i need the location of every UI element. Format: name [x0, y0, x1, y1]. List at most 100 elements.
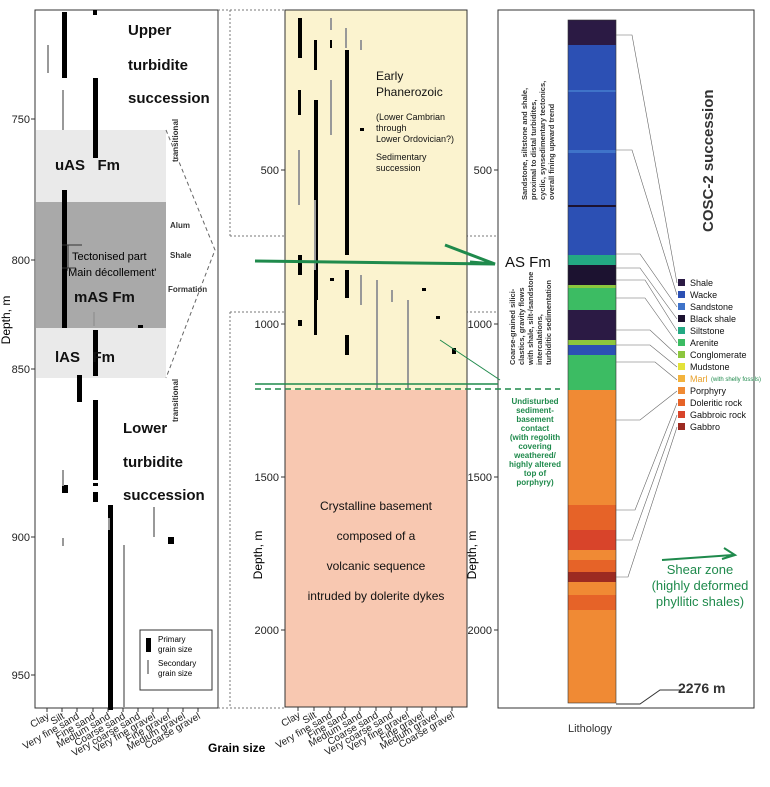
lower-desc-2: clastics, gravity flows: [517, 287, 526, 365]
secondary-bar: [123, 545, 125, 708]
shale-label: Shale: [170, 251, 192, 260]
left-grain-ticks: [46, 708, 199, 712]
uas-band: [36, 130, 166, 202]
primary-bar: [93, 492, 98, 502]
left-axis-label: Depth, m: [0, 296, 13, 345]
legend-arenite: Arenite: [690, 338, 719, 348]
left-tick-750: 750: [12, 114, 30, 126]
middle-axis-label: Depth, m: [251, 531, 265, 580]
secondary-bar: [108, 518, 110, 530]
legend-primary-2: grain size: [158, 645, 193, 654]
contact-note-3: basement: [516, 415, 554, 424]
age-note-3: Lower Ordovician?): [376, 134, 454, 144]
early-phanerozoic-2: Phanerozoic: [376, 85, 443, 99]
basement-text-3: volcanic sequence: [327, 559, 426, 573]
upper-desc-3: cyclic, synsedimentary tectonics,: [538, 81, 547, 200]
right-axis-label: Depth, m: [465, 531, 479, 580]
left-legend: Primary grain size Secondary grain size: [139, 629, 213, 691]
right-tick-1500: 1500: [468, 472, 492, 484]
age-note-2: through: [376, 123, 407, 133]
contact-note-1: Undisturbed: [511, 397, 558, 406]
total-depth-leader: [616, 689, 680, 705]
age-note-1: (Lower Cambrian: [376, 112, 445, 122]
early-phanerozoic-1: Early: [376, 69, 403, 83]
primary-bar: [93, 10, 97, 15]
legend-doleritic: Doleritic rock: [690, 398, 743, 408]
contact-note-5: (with regolith: [510, 433, 560, 442]
legend-siltstone: Siltstone: [690, 326, 725, 336]
lower-title-2: turbidite: [123, 454, 183, 471]
left-panel: 750 800 850 900 950 Depth, m: [0, 9, 266, 759]
transitional-lower: transitional: [171, 379, 180, 422]
as-fm-label: AS Fm: [505, 254, 551, 271]
upper-title-1: Upper: [128, 22, 172, 39]
legend-gabbroic: Gabbroic rock: [690, 410, 747, 420]
mid-tick-2000: 2000: [255, 625, 279, 637]
lithology-label: Lithology: [568, 723, 613, 735]
left-depth-axis: 750 800 850 900 950: [12, 114, 35, 682]
primary-bar: [93, 400, 98, 480]
upper-desc-1: Sandstone, siltstone and shale,: [520, 88, 529, 200]
primary-bar: [62, 485, 68, 493]
legend-porphyry: Porphyry: [690, 386, 727, 396]
lower-title-3: succession: [123, 487, 205, 504]
secondary-bar: [62, 538, 64, 546]
legend-marl-note: (with shelly fossils): [711, 377, 761, 383]
contact-leader: [439, 339, 501, 381]
uas-label: uAS Fm: [55, 157, 120, 174]
cosc2-title: COSC-2 succession: [700, 89, 717, 232]
left-middle-connectors: [218, 9, 498, 709]
secondary-bar: [93, 312, 95, 326]
shear-zone-3: phyllitic shales): [656, 594, 744, 609]
legend-marl: Marl: [690, 374, 708, 384]
primary-bar: [168, 537, 174, 544]
contact-note-8: highly altered: [509, 460, 561, 469]
transitional-upper: transitional: [171, 119, 180, 162]
secondary-bar: [62, 470, 64, 486]
lithology-legend: Shale Wacke Sandstone Black shale Siltst…: [678, 278, 761, 432]
shear-zone-2: (highly deformed: [652, 578, 749, 593]
right-tick-500: 500: [474, 165, 492, 177]
basement-text-4: intruded by dolerite dykes: [308, 589, 445, 603]
primary-bar: [93, 330, 98, 376]
sedimentary-1: Sedimentary: [376, 152, 427, 162]
contact-note-10: porphyry): [516, 478, 554, 487]
right-tick-2000: 2000: [468, 625, 492, 637]
basement-zone: [285, 390, 467, 707]
mid-tick-1500: 1500: [255, 472, 279, 484]
lower-desc-1: Coarse-grained silici-: [508, 288, 517, 365]
mid-tick-1000: 1000: [255, 319, 279, 331]
legend-wacke: Wacke: [690, 290, 717, 300]
upper-title-2: turbidite: [128, 57, 188, 74]
shear-zone-arrow: [661, 547, 738, 561]
contact-note-9: top of: [524, 469, 547, 478]
mas-band: [36, 202, 166, 328]
legend-leaders: [616, 34, 678, 578]
total-depth-label: 2276 m: [678, 680, 725, 696]
las-label: lAS Fm: [55, 349, 115, 366]
middle-panel: 500 1000 1500 2000 Depth, m: [251, 9, 468, 758]
secondary-bar: [153, 507, 155, 537]
lower-title-1: Lower: [123, 420, 167, 437]
legend-conglomerate: Conglomerate: [690, 350, 747, 360]
left-tick-850: 850: [12, 364, 30, 376]
right-tick-1000: 1000: [468, 319, 492, 331]
right-panel: 500 1000 1500 2000 Depth, m: [465, 9, 761, 735]
right-frame: [497, 9, 755, 709]
contact-note-4: contact: [521, 424, 550, 433]
lower-desc-3: with shale, silt-/sandstone: [526, 272, 535, 366]
upper-title-3: succession: [128, 90, 210, 107]
basement-text-1: Crystalline basement: [320, 499, 433, 513]
primary-bar: [62, 190, 67, 328]
lower-desc-5: turbiditic sedimentation: [544, 280, 553, 365]
right-depth-axis: 500 1000 1500 2000: [468, 165, 498, 637]
primary-bar: [62, 12, 67, 78]
upper-desc-4: overall fining upward trend: [547, 103, 556, 200]
middle-grain-ticks: [297, 707, 453, 711]
mid-tick-500: 500: [261, 165, 279, 177]
tectonised-label: Tectonised part: [72, 251, 147, 263]
left-tick-950: 950: [12, 670, 30, 682]
secondary-bar: [47, 45, 49, 73]
formation-label: Formation: [168, 285, 207, 294]
